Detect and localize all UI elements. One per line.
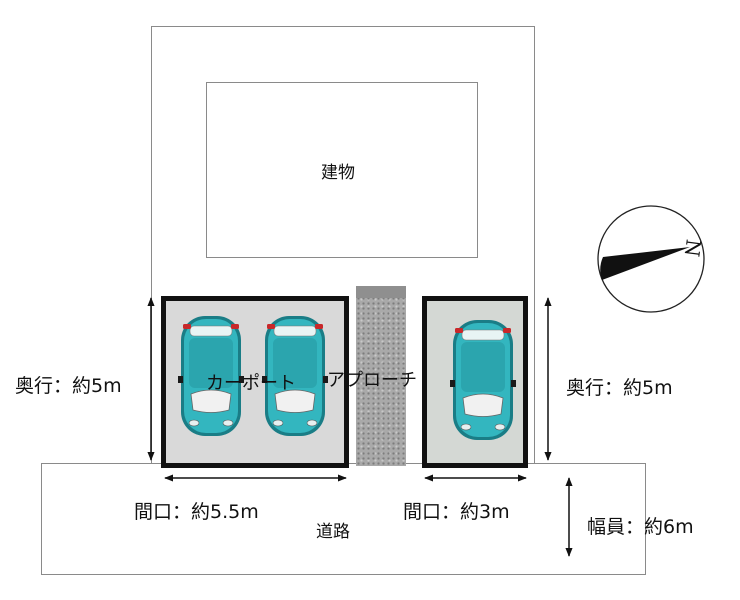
approach-label: アプローチ	[327, 370, 417, 391]
car-icon	[449, 319, 517, 441]
right-depth-label: 奥行：約5m	[566, 377, 673, 399]
left-frontage-label: 間口：約5.5m	[134, 501, 259, 523]
building-area	[206, 82, 478, 258]
approach-path	[356, 286, 406, 466]
approach-step	[356, 286, 406, 298]
north-arrow-icon	[600, 247, 690, 280]
carport-label: カーポート	[206, 373, 296, 394]
right-frontage-label: 間口：約3m	[403, 501, 510, 523]
building-label: 建物	[321, 163, 355, 183]
compass-north-letter: N	[679, 237, 706, 259]
left-depth-label: 奥行：約5m	[15, 375, 122, 397]
road-label: 道路	[316, 522, 350, 542]
road-width-label: 幅員：約6m	[587, 516, 694, 538]
